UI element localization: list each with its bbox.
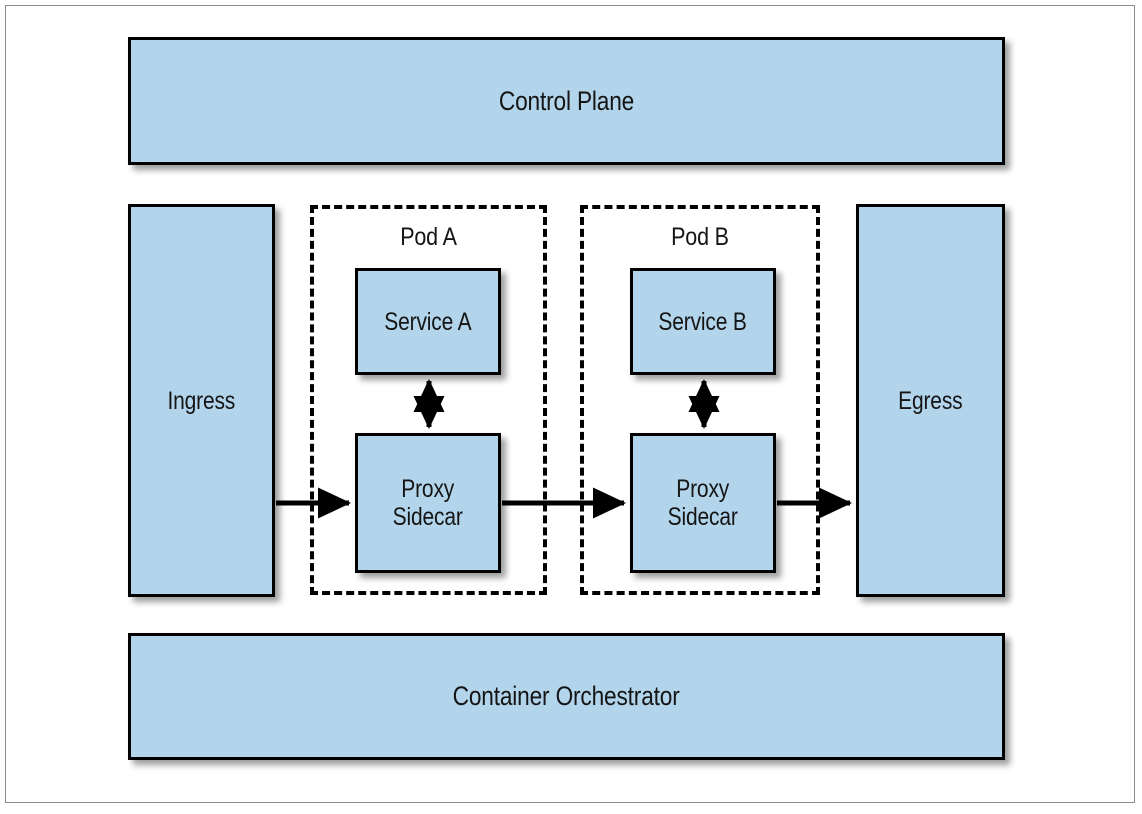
control-plane-label: Control Plane	[498, 85, 635, 116]
proxy-sidecar-b-box: Proxy Sidecar	[630, 433, 776, 573]
egress-box: Egress	[856, 204, 1005, 597]
pod-a-container: Pod A	[310, 205, 547, 595]
pod-a-label: Pod A	[400, 223, 457, 251]
control-plane-box: Control Plane	[128, 37, 1005, 165]
pod-b-container: Pod B	[580, 205, 820, 595]
proxy-sidecar-b-label: Proxy Sidecar	[667, 475, 739, 531]
service-a-label: Service A	[384, 307, 472, 336]
container-orchestrator-box: Container Orchestrator	[128, 633, 1005, 760]
service-b-box: Service B	[630, 268, 776, 375]
service-b-label: Service B	[658, 307, 748, 336]
container-orchestrator-label: Container Orchestrator	[453, 681, 680, 712]
service-a-box: Service A	[355, 268, 501, 375]
ingress-box: Ingress	[128, 204, 275, 597]
proxy-sidecar-a-box: Proxy Sidecar	[355, 433, 501, 573]
egress-label: Egress	[898, 386, 963, 415]
proxy-sidecar-a-label: Proxy Sidecar	[392, 475, 464, 531]
ingress-label: Ingress	[167, 386, 236, 415]
pod-b-label: Pod B	[671, 223, 729, 251]
